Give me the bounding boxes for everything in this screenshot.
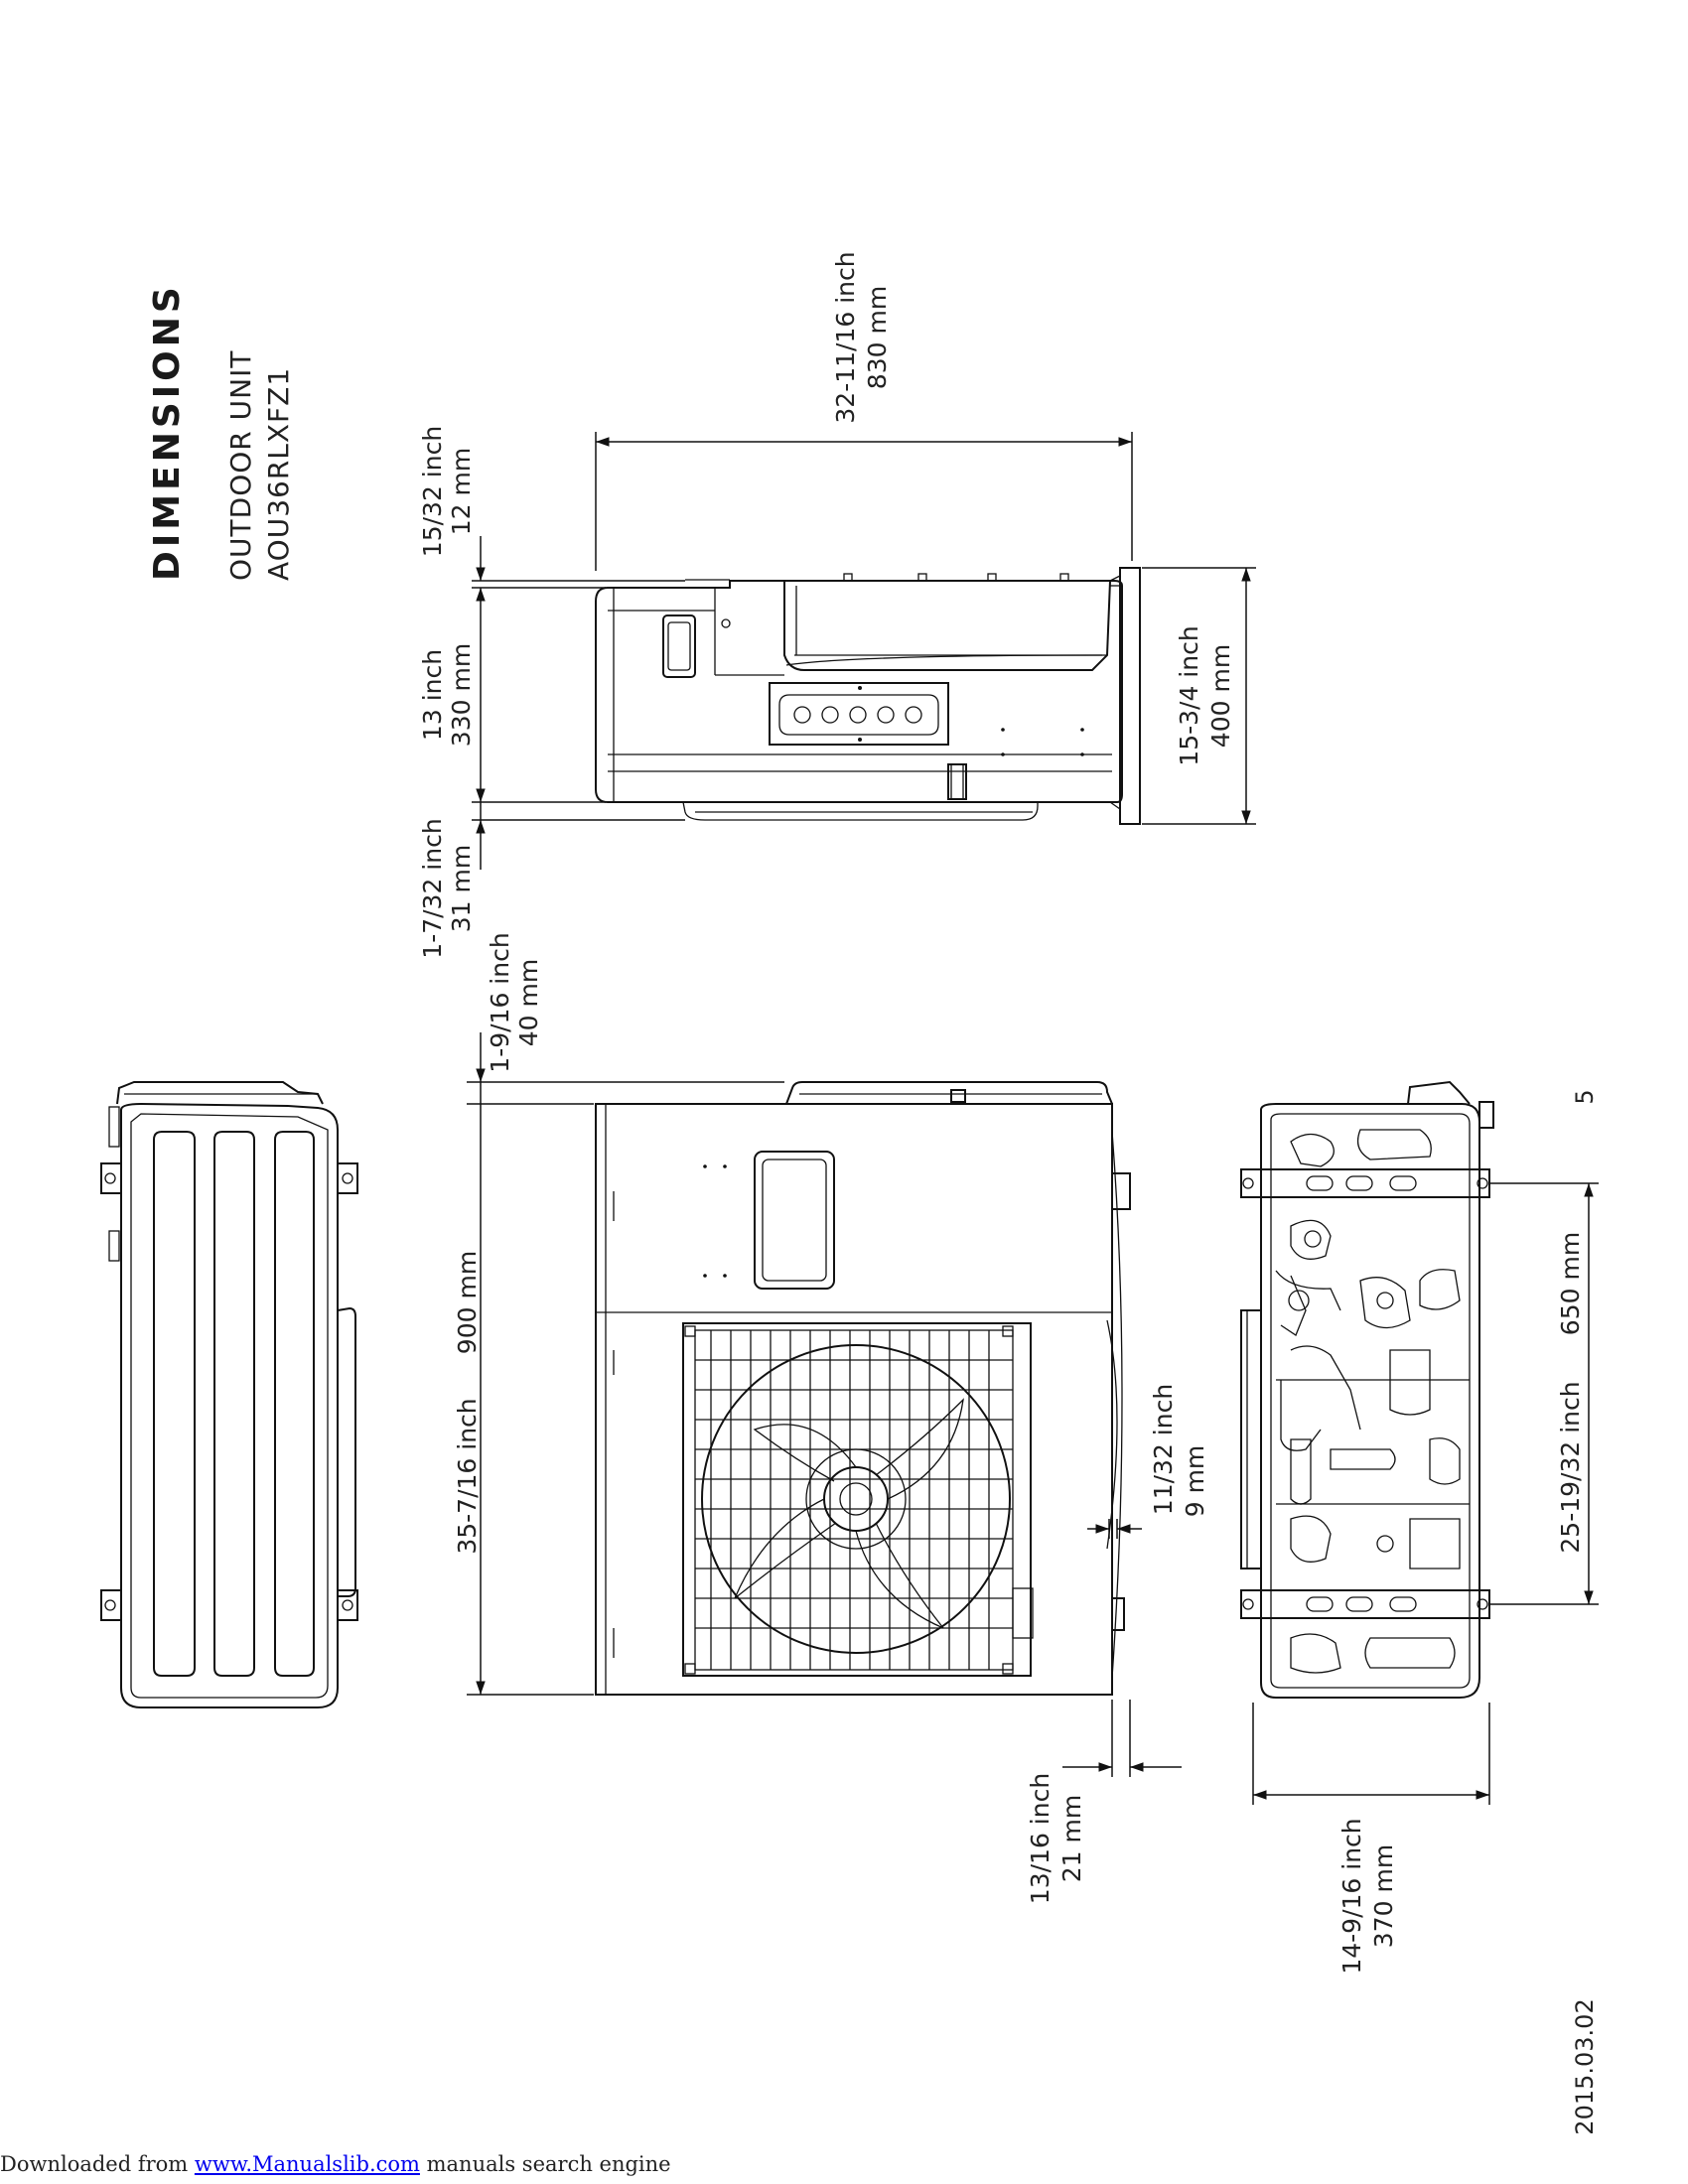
dim-front-right-inch: 11/32 inch — [1149, 1384, 1178, 1515]
dim-front-right-mm: 9 mm — [1181, 1445, 1209, 1518]
footer-prefix: Downloaded from — [0, 2152, 195, 2176]
dim-top-total-inch: 32-11/16 inch — [831, 251, 860, 423]
page-number: 5 — [1571, 1089, 1599, 1104]
dim-top-total-mm: 830 mm — [863, 286, 892, 389]
dim-top-side-mm: 400 mm — [1206, 644, 1235, 748]
dim-front-top-inch: 1-9/16 inch — [486, 932, 514, 1072]
dim-top-offset-mm: 12 mm — [447, 448, 476, 535]
dim-bottom-mount-inch: 25-19/32 inch — [1556, 1381, 1585, 1553]
dim-top-base-mm: 31 mm — [447, 845, 476, 932]
dim-front-top-mm: 40 mm — [514, 959, 543, 1046]
front-view-drawing — [595, 1081, 1131, 1696]
dim-bottom-width-inch: 14-9/16 inch — [1337, 1818, 1366, 1974]
bottom-view-dimensions — [1252, 1182, 1599, 1805]
front-view-dimensions — [467, 1032, 1182, 1777]
dim-top-side-inch: 15-3/4 inch — [1175, 625, 1203, 765]
revision-date: 2015.03.02 — [1571, 1998, 1599, 2134]
dim-top-base-inch: 1-7/32 inch — [418, 818, 447, 958]
dim-bottom-mount-mm: 650 mm — [1556, 1232, 1585, 1335]
dim-front-height-mm: 900 mm — [453, 1251, 482, 1354]
top-view-dimensions — [472, 432, 1256, 870]
manualslib-link[interactable]: www.Manualslib.com — [194, 2152, 420, 2176]
dim-top-depth-inch: 13 inch — [418, 649, 447, 741]
top-view-drawing — [595, 567, 1141, 825]
dim-top-offset-inch: 15/32 inch — [418, 426, 447, 557]
model-number-label: AOU36RLXFZ1 — [262, 367, 295, 581]
dim-front-bottom-inch: 13/16 inch — [1026, 1773, 1055, 1904]
dim-top-depth-mm: 330 mm — [447, 643, 476, 747]
dim-front-height-inch: 35-7/16 inch — [453, 1398, 482, 1554]
download-footer: Downloaded from www.Manualslib.com manua… — [0, 2152, 671, 2178]
unit-type-label: OUTDOOR UNIT — [224, 350, 257, 581]
bottom-view-drawing — [1240, 1080, 1494, 1699]
side-view-drawing — [100, 1081, 358, 1708]
page-title: DIMENSIONS — [147, 283, 188, 581]
dim-bottom-width-mm: 370 mm — [1369, 1844, 1398, 1948]
dim-front-bottom-mm: 21 mm — [1057, 1795, 1086, 1882]
footer-suffix: manuals search engine — [419, 2152, 671, 2176]
